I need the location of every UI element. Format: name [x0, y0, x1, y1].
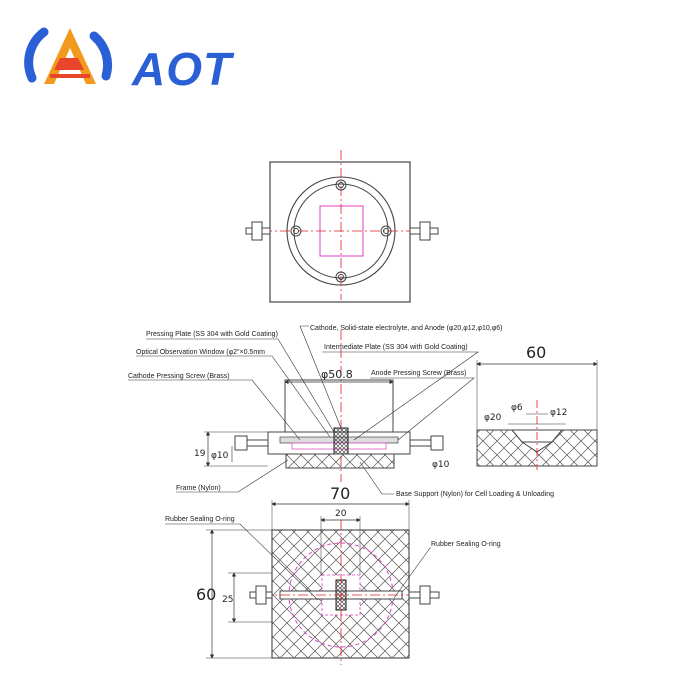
leader-lines: [128, 325, 479, 601]
intermediate-plate-label: Intermediate Plate (SS 304 with Gold Coa…: [324, 344, 468, 351]
dim-12-side: φ12: [550, 408, 567, 418]
dim-50-8: φ50.8: [321, 368, 353, 381]
side-section-view: [476, 360, 598, 470]
cross-section-view: [204, 330, 444, 482]
dim-10-right: φ10: [432, 460, 450, 470]
brand-name: AOT: [132, 43, 233, 95]
dim-10-left: φ10: [211, 451, 229, 461]
cathode-screw-label: Cathode Pressing Screw (Brass): [128, 373, 230, 380]
brand-logo: AOT: [14, 18, 274, 98]
top-view: [245, 150, 439, 303]
anode-screw-label: Anode Pressing Screw (Brass): [371, 370, 466, 377]
base-support-label: Base Support (Nylon) for Cell Loading & …: [396, 491, 554, 498]
optical-window-label: Optical Observation Window (φ2"×0.5mm: [136, 349, 265, 356]
bottom-view: [206, 500, 440, 665]
dim-70: 70: [330, 484, 350, 503]
oring-right-label: Rubber Sealing O-ring: [431, 541, 501, 548]
dim-6-side: φ6: [511, 403, 523, 413]
dim-19: 19: [194, 449, 206, 459]
dim-60-side: 60: [526, 343, 546, 362]
dim-25: 25: [222, 595, 233, 605]
frame-label: Frame (Nylon): [176, 485, 221, 492]
dim-60-bottom: 60: [196, 585, 216, 604]
pressing-plate-label: Pressing Plate (SS 304 with Gold Coating…: [146, 331, 278, 338]
dim-20-bottom: 20: [335, 509, 347, 519]
oring-left-label: Rubber Sealing O-ring: [165, 516, 235, 523]
logo-mark-icon: [24, 27, 113, 84]
dim-20-side: φ20: [484, 413, 502, 423]
cathode-stack-label: Cathode, Solid-state electrolyte, and An…: [310, 325, 503, 332]
